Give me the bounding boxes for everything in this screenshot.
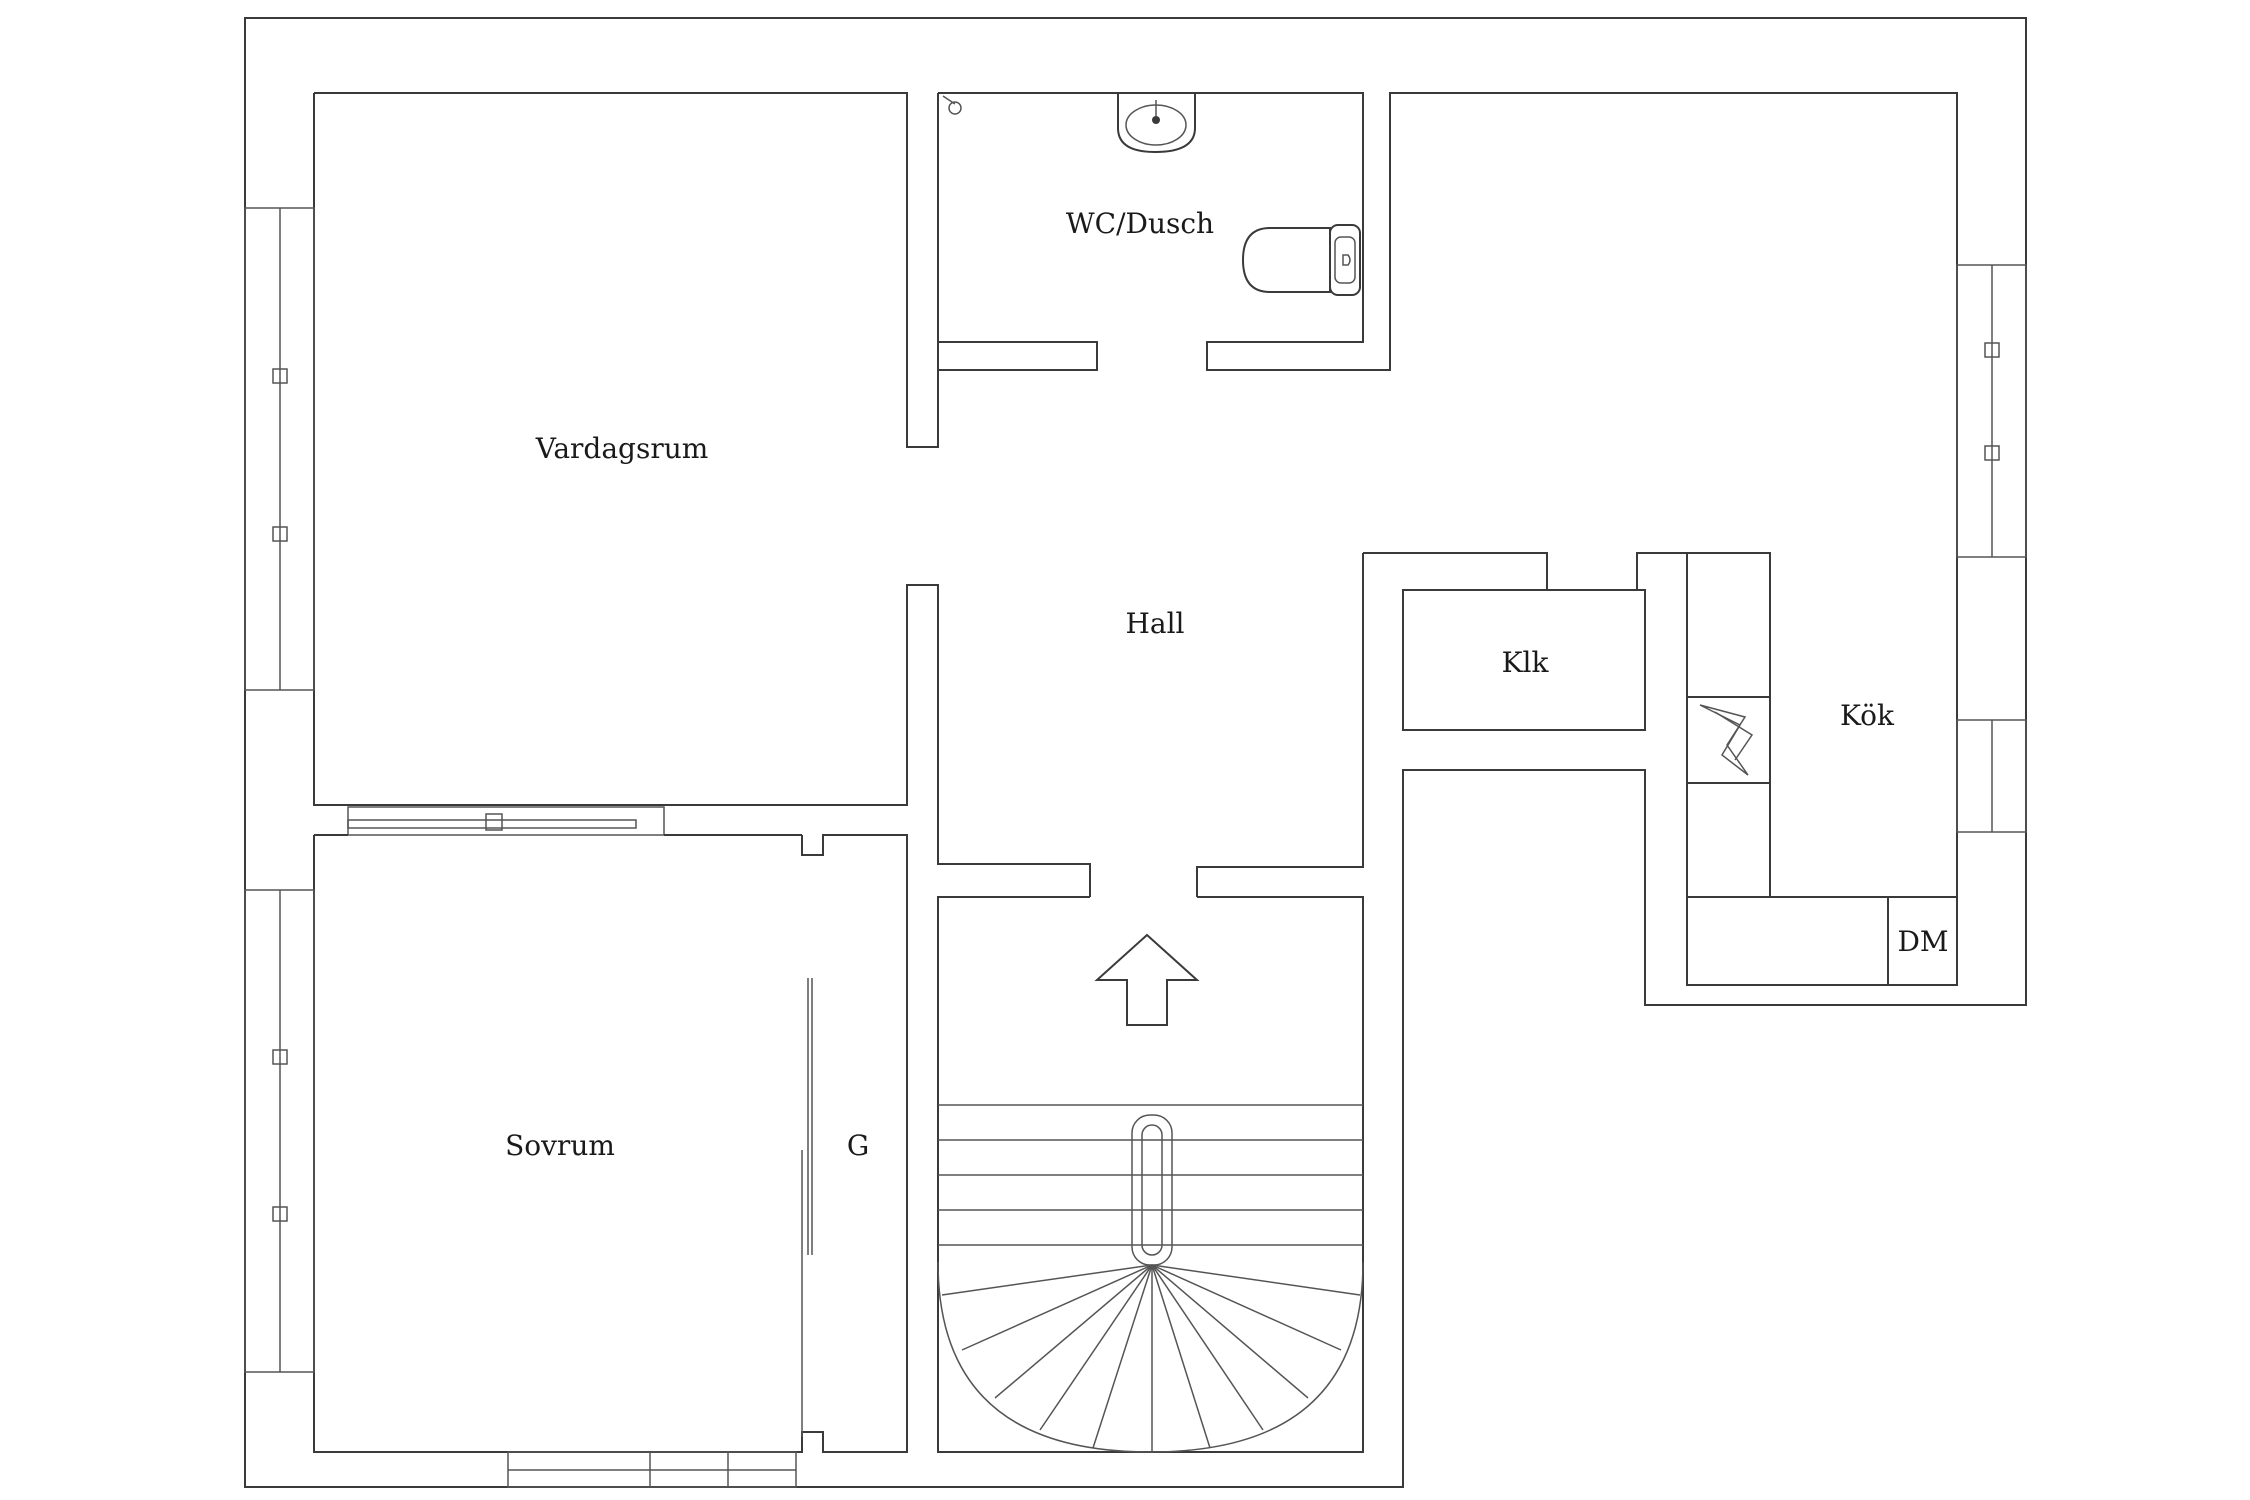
toilet-icon <box>1241 224 1361 296</box>
hall-lower-wall <box>1196 553 1364 897</box>
entrance-arrow-icon <box>1094 933 1200 1026</box>
staircase <box>937 1104 1364 1453</box>
heater-icon <box>1686 696 1771 784</box>
closet-walls <box>1402 589 1646 731</box>
living-room-walls <box>314 92 939 448</box>
kitchen-window-right-lower <box>1956 719 2027 833</box>
wardrobe-door <box>801 978 813 1437</box>
bedroom-window-bottom <box>507 1451 797 1488</box>
sink-icon <box>1117 92 1196 154</box>
wc-walls <box>938 92 1958 555</box>
interior-window <box>347 806 665 836</box>
kitchen-window-right <box>1956 264 2027 558</box>
living-room-label: Vardagsrum <box>535 432 709 465</box>
bedroom-window-left <box>244 889 315 1373</box>
living-window-left <box>244 207 315 691</box>
living-room-wall-lower <box>313 93 1091 897</box>
hall-walls <box>937 585 1090 865</box>
hall-label: Hall <box>1125 607 1184 640</box>
shower-icon <box>942 95 962 115</box>
kitchen-label: Kök <box>1840 699 1895 732</box>
kitchen-counter-bottom <box>1686 896 1957 985</box>
wc-label: WC/Dusch <box>1066 207 1214 240</box>
wc-door-left <box>938 341 1098 371</box>
dishwasher-label: DM <box>1897 925 1948 958</box>
wardrobe-label: G <box>847 1129 869 1162</box>
bedroom-label: Sovrum <box>505 1129 615 1162</box>
closet-label: Klk <box>1502 646 1550 679</box>
